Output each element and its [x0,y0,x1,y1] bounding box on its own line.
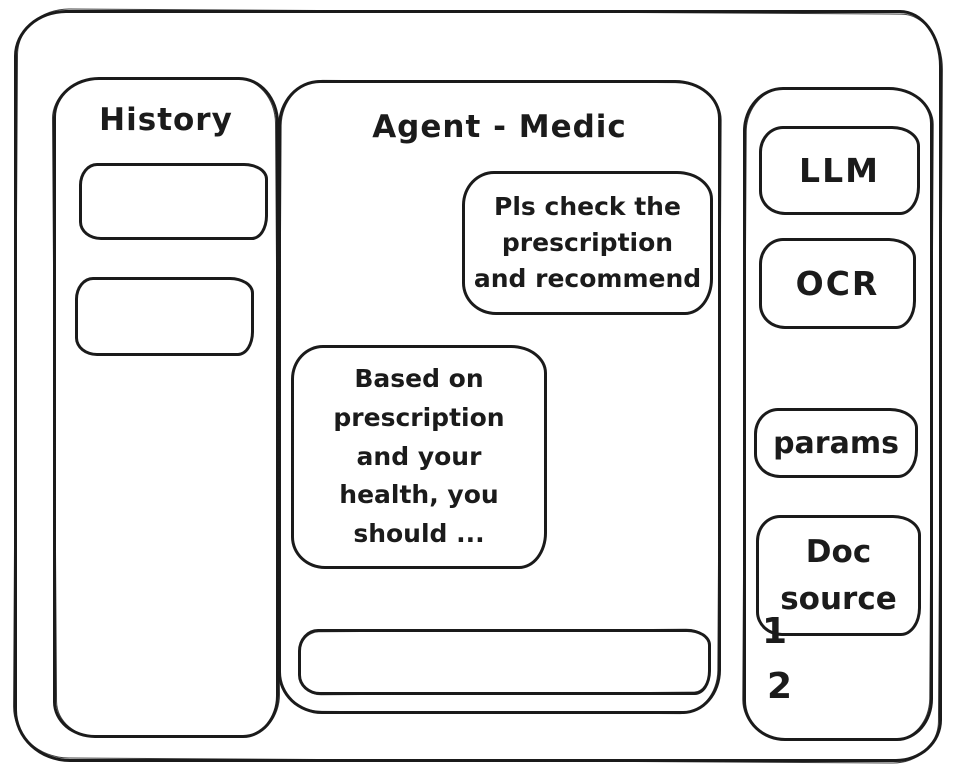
chat-input[interactable] [298,629,711,695]
history-panel: History [53,77,279,738]
params-button[interactable]: params [754,408,918,478]
llm-button[interactable]: LLM [759,126,920,215]
doc-source-item-2[interactable]: 2 [767,666,793,707]
history-item[interactable] [79,163,268,240]
tools-panel: LLM OCR params Doc source 1 2 [743,87,933,741]
app-window-frame: History Agent - Medic Pls check the pres… [14,10,942,762]
doc-source-button[interactable]: Doc source [756,515,921,636]
ocr-button[interactable]: OCR [759,238,916,329]
agent-message-bubble: Based on prescription and your health, y… [291,345,547,569]
chat-title: Agent - Medic [372,109,627,145]
user-message-bubble: Pls check the prescription and recommend [462,171,713,315]
doc-source-item-1[interactable]: 1 [762,611,788,652]
history-item[interactable] [75,277,254,356]
chat-panel: Agent - Medic Pls check the prescription… [278,80,721,714]
history-panel-title: History [99,102,233,138]
